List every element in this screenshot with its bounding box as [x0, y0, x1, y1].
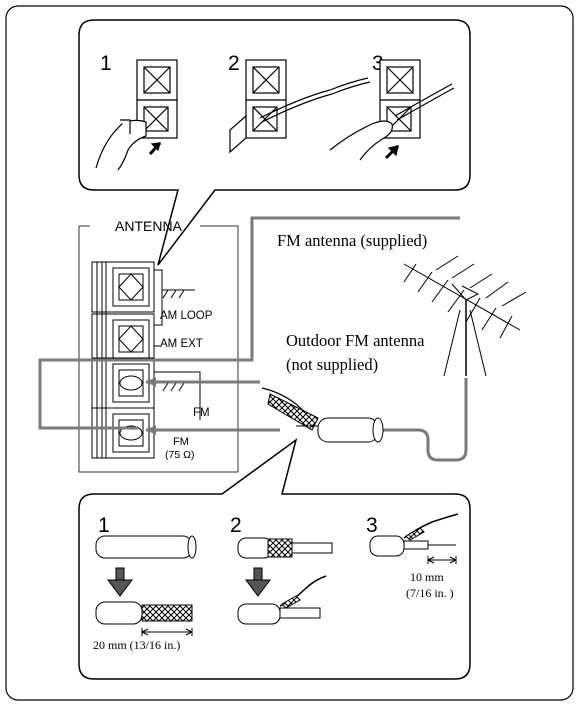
label-fm-75: FM: [173, 436, 189, 448]
coax-connector: [261, 387, 384, 443]
top-step-2: 2: [228, 52, 240, 75]
bottom-step-2: 2: [230, 514, 242, 537]
label-fm: FM: [193, 407, 210, 419]
label-fm-antenna-supplied: FM antenna (supplied): [277, 231, 427, 250]
antenna-terminal-panel: ANTENNA AM LOOP AM EXT FM FM: [78, 218, 239, 473]
top-step-3: 3: [372, 52, 384, 75]
strip-step3-icon: [369, 513, 459, 564]
terminal-arrows: [146, 377, 156, 435]
bottom-callout: 1 2 3 20 mm (13/16 in.): [78, 438, 471, 680]
page-border: [5, 5, 574, 701]
label-fm-75-ohm: (75 Ω): [165, 449, 194, 461]
terminal-step3-icon: [329, 59, 455, 161]
terminal-step1-icon: [95, 59, 178, 171]
label-not-supplied: (not supplied): [286, 355, 378, 374]
outdoor-fm-antenna-icon: [403, 255, 527, 377]
bottom-step-3: 3: [366, 514, 378, 537]
bottom-step-1: 1: [98, 514, 110, 537]
terminal-step2-icon: [229, 59, 371, 154]
top-step-1: 1: [100, 52, 112, 75]
antenna-title: ANTENNA: [115, 218, 183, 234]
measure-7-16in: (7/16 in. ): [406, 586, 454, 600]
strip-step1-icon: [95, 535, 197, 636]
top-callout: 1 2 3: [78, 19, 471, 266]
measure-10mm: 10 mm: [410, 570, 444, 584]
terminal-fm-75: [112, 413, 150, 453]
terminal-fm-ground: [112, 363, 150, 403]
fm-supplied-antenna-wire: [38, 216, 460, 430]
terminal-am-loop-2: [112, 319, 150, 359]
label-outdoor-antenna: Outdoor FM antenna: [286, 331, 425, 350]
label-am-loop: AM LOOP: [160, 310, 213, 322]
label-am-ext: AM EXT: [160, 338, 203, 350]
coax-cable-wire: [146, 378, 468, 462]
measure-20mm: 20 mm (13/16 in.): [93, 638, 180, 652]
terminal-am-loop-1: [112, 267, 150, 307]
strip-step2-icon: [237, 537, 333, 625]
